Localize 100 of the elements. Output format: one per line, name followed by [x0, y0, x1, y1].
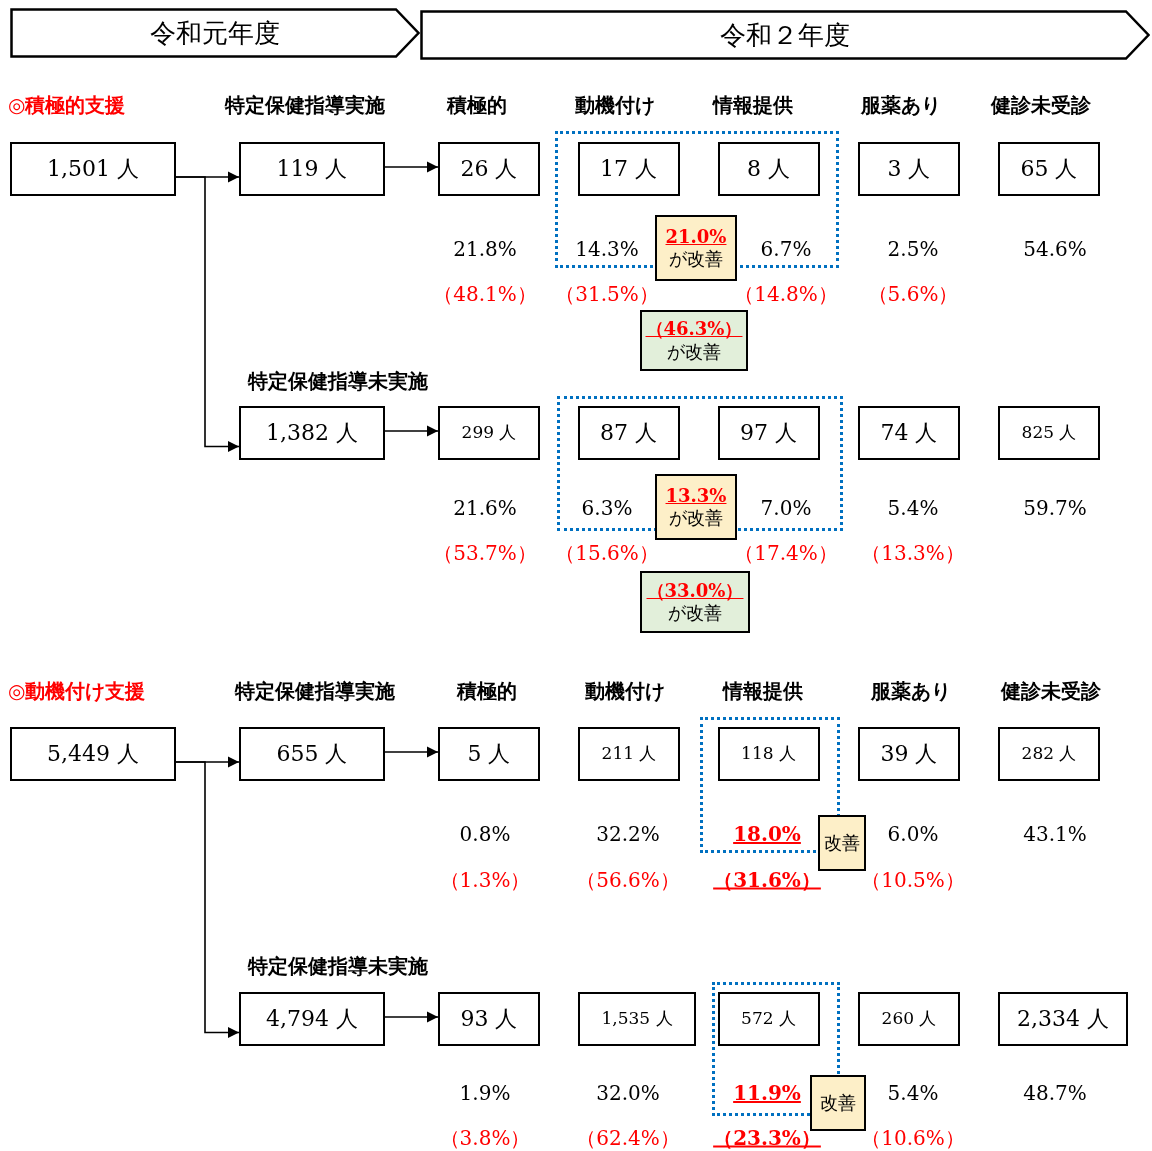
count-box [438, 992, 540, 1046]
percentage: 32.2% [596, 822, 660, 846]
count-text: 299 人 [461, 422, 517, 444]
count-box [717, 405, 820, 460]
improvement-text: が改善 [669, 248, 723, 271]
count-box [10, 142, 176, 196]
column-heading: 特定保健指導未実施 [248, 952, 428, 980]
count-box [858, 142, 960, 196]
column-heading: 情報提供 [723, 677, 803, 705]
count-box [438, 142, 540, 196]
column-heading: 健診未受診 [991, 91, 1091, 119]
count-box [998, 406, 1100, 460]
column-heading: 服薬あり [871, 677, 951, 705]
percentage: （53.7%） [433, 539, 537, 567]
count-text: 87 人 [600, 418, 657, 447]
count-text: 1,382 人 [266, 419, 358, 447]
count-text: 8 人 [747, 154, 790, 183]
improvement-box [655, 474, 737, 540]
percentage: 6.7% [760, 237, 812, 261]
column-heading: 積極的 [447, 91, 507, 119]
highlighted-percentage: （23.3%） [713, 1124, 821, 1151]
percentage: （3.8%） [439, 1124, 531, 1151]
arrow [384, 425, 439, 437]
count-text: 65 人 [1020, 155, 1078, 183]
count-text: 4,794 人 [266, 1005, 358, 1033]
count-box [858, 406, 960, 460]
count-box [717, 991, 820, 1046]
column-heading: 健診未受診 [1001, 677, 1101, 705]
percentage: （56.6%） [576, 866, 680, 894]
percentage: （62.4%） [576, 1124, 680, 1151]
count-text: 74 人 [880, 419, 938, 447]
count-text: 260 人 [881, 1008, 937, 1030]
count-text: 825 人 [1021, 422, 1077, 444]
count-box [717, 141, 820, 196]
count-box [10, 727, 176, 781]
arrow [384, 1011, 439, 1023]
count-text: 282 人 [1021, 743, 1077, 765]
year-label: 令和元年度 [150, 16, 280, 50]
percentage: 43.1% [1023, 822, 1087, 846]
percentage: 59.7% [1023, 496, 1087, 520]
count-text: 26 人 [460, 155, 518, 183]
count-box [438, 406, 540, 460]
improvement-text: が改善 [669, 507, 723, 530]
count-text: 93 人 [460, 1005, 518, 1033]
improvement-box [640, 310, 748, 371]
improvement-text: 改善 [824, 831, 860, 855]
percentage: 6.3% [581, 496, 633, 520]
count-text: 17 人 [600, 154, 657, 183]
count-box [858, 992, 960, 1046]
count-box [577, 405, 680, 460]
improvement-rate: 13.3% [665, 484, 727, 507]
count-box [998, 727, 1100, 781]
column-heading: 特定保健指導実施 [235, 677, 395, 705]
percentage: 5.4% [887, 496, 939, 520]
percentage: 2.5% [887, 237, 939, 261]
percentage: 21.6% [453, 496, 517, 520]
improvement-box [655, 215, 737, 281]
arrow [384, 746, 439, 758]
percentage: 21.8% [453, 237, 517, 261]
count-box [239, 727, 385, 781]
percentage: 48.7% [1023, 1081, 1087, 1105]
count-text: 5,449 人 [47, 740, 139, 768]
improvement-text: 改善 [820, 1091, 856, 1115]
count-box [578, 992, 696, 1046]
count-text: 2,334 人 [1017, 1005, 1109, 1033]
count-box [239, 992, 385, 1046]
percentage: （15.6%） [555, 539, 659, 567]
percentage: （10.6%） [861, 1124, 965, 1151]
highlighted-percentage: 11.9% [733, 1081, 801, 1105]
count-text: 119 人 [276, 155, 348, 183]
percentage: （48.1%） [433, 280, 537, 308]
year-label: 令和２年度 [720, 18, 850, 52]
column-heading: 動機付け [575, 91, 655, 119]
percentage: 32.0% [596, 1081, 660, 1105]
count-text: 1,535 人 [601, 1008, 673, 1030]
arrow [384, 161, 439, 173]
count-box [998, 992, 1128, 1046]
section-heading: ◎動機付け支援 [8, 677, 146, 705]
column-heading: 服薬あり [861, 91, 941, 119]
count-text: 97 人 [740, 418, 797, 447]
improvement-box [640, 571, 750, 633]
percentage: （1.3%） [439, 866, 531, 894]
percentage: （13.3%） [861, 539, 965, 567]
percentage: （10.5%） [861, 866, 965, 894]
highlighted-percentage: 18.0% [733, 822, 801, 846]
arrow [175, 176, 240, 453]
improvement-rate: 21.0% [665, 225, 727, 248]
percentage: （14.8%） [734, 280, 838, 308]
count-text: 572 人 [741, 1007, 796, 1030]
count-text: 5 人 [467, 740, 511, 768]
improvement-text: が改善 [667, 340, 721, 363]
percentage: 0.8% [459, 822, 511, 846]
count-box [998, 142, 1100, 196]
count-box [438, 727, 540, 781]
count-box [577, 141, 680, 196]
percentage: 14.3% [575, 237, 639, 261]
column-heading: 動機付け [585, 677, 665, 705]
percentage: 1.9% [459, 1081, 511, 1105]
count-box [239, 142, 385, 196]
percentage: 7.0% [760, 496, 812, 520]
